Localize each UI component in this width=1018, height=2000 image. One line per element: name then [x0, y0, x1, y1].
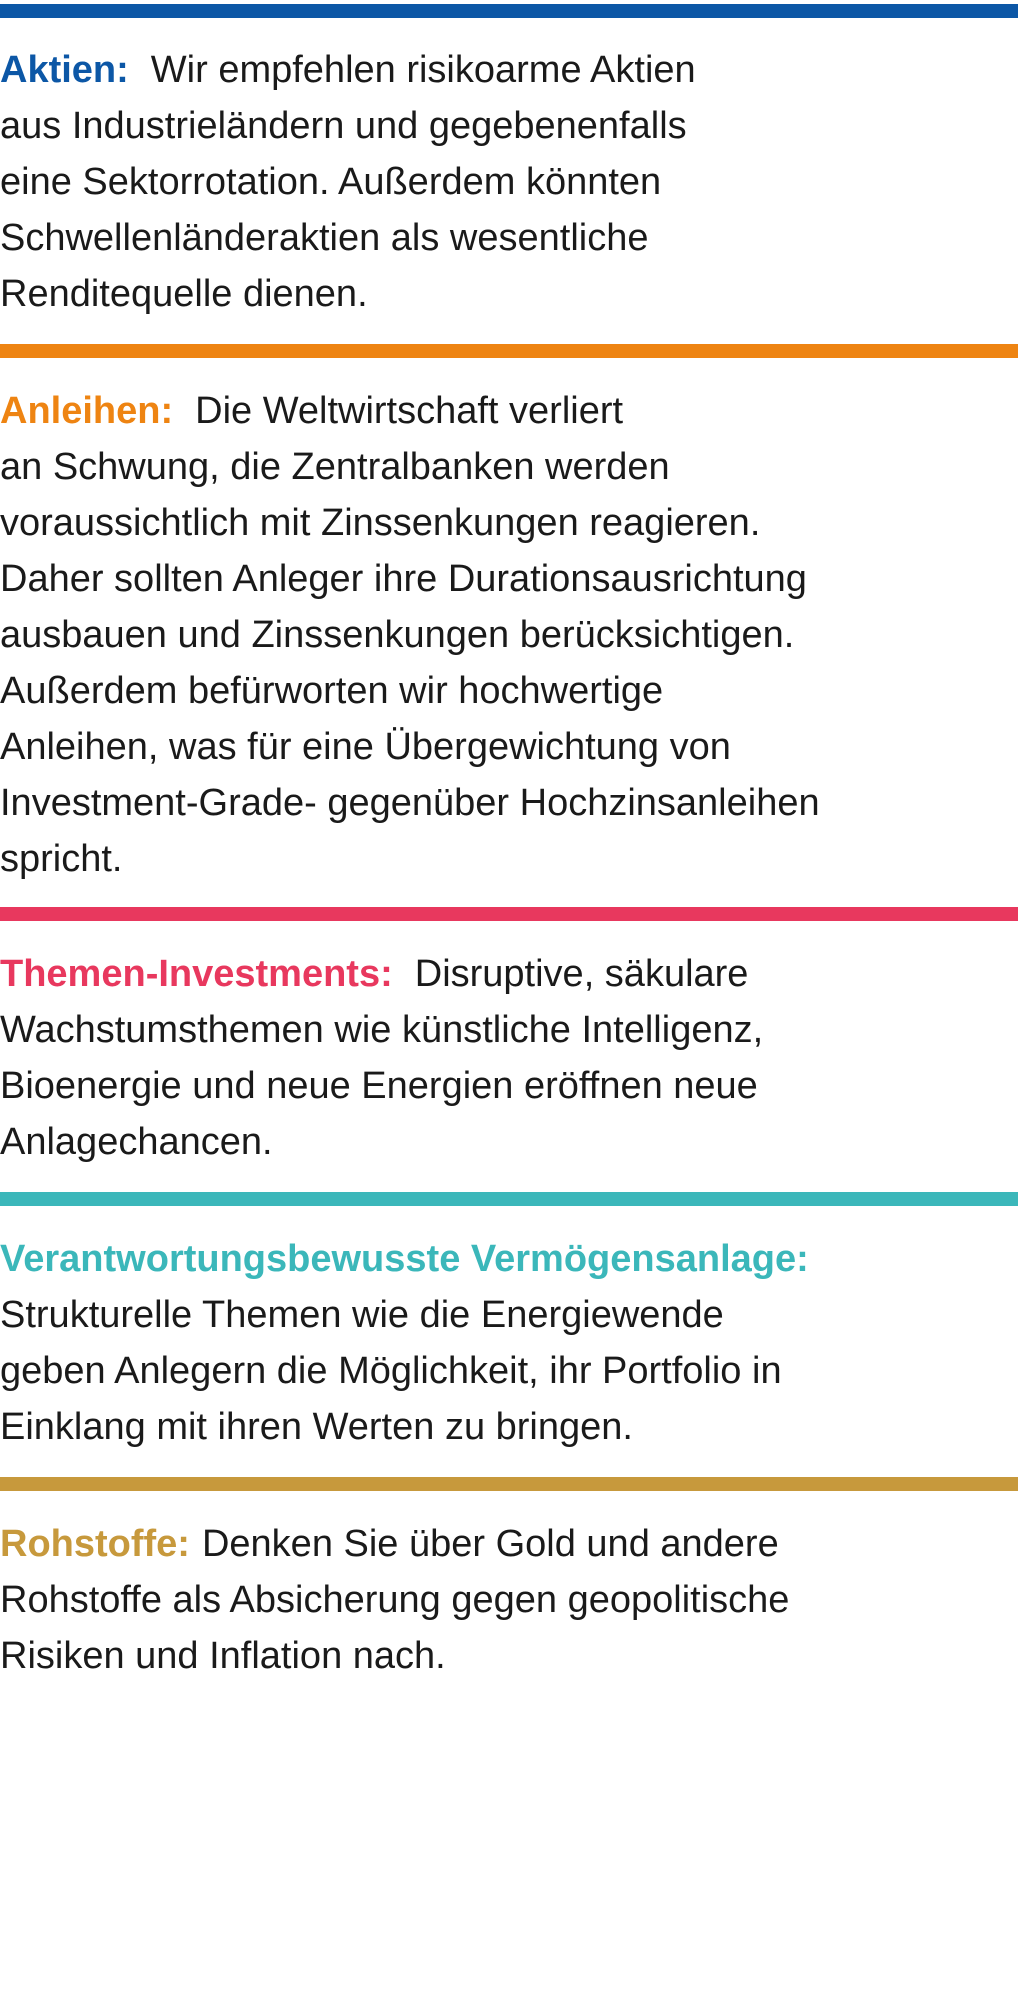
section-aktien-first-line: Aktien: Wir empfehlen risikoarme Aktien: [0, 42, 1000, 98]
section-aktien-label: Aktien:: [0, 49, 129, 91]
divider-anleihen: [0, 344, 1018, 358]
section-rohstoffe: Rohstoffe: Denken Sie über Gold und ander…: [0, 1516, 1000, 1684]
section-anleihen-text: Investment-Grade- gegenüber Hochzinsanle…: [0, 782, 820, 824]
divider-aktien: [0, 4, 1018, 18]
section-anleihen-text: Außerdem befürworten wir hochwertige: [0, 670, 664, 712]
section-aktien-text: Renditequelle dienen.: [0, 273, 368, 315]
section-anleihen-text: spricht.: [0, 838, 123, 880]
section-anleihen: Anleihen: Die Weltwirtschaft verliert an …: [0, 383, 1000, 887]
section-themen-text: Disruptive, säkulare: [414, 953, 749, 995]
section-aktien-text: Schwellenländeraktien als wesentliche: [0, 217, 649, 259]
section-anleihen-text: voraussichtlich mit Zinssenkungen reagie…: [0, 502, 761, 544]
section-themen-text: Bioenergie und neue Energien eröffnen ne…: [0, 1065, 758, 1107]
section-verantwortung-text: geben Anlegern die Möglichkeit, ihr Port…: [0, 1350, 782, 1392]
section-rohstoffe-text: Rohstoffe als Absicherung gegen geopolit…: [0, 1579, 790, 1621]
section-themen-label: Themen-Investments:: [0, 953, 393, 995]
section-themen-investments: Themen-Investments:Disruptive, säkulare …: [0, 946, 1000, 1170]
section-anleihen-text: Die Weltwirtschaft verliert: [195, 390, 624, 432]
section-verantwortung-first-line: Verantwortungsbewusste Vermögensanlage:: [0, 1231, 1000, 1287]
section-rohstoffe-text: Risiken und Inflation nach.: [0, 1635, 446, 1677]
section-verantwortung: Verantwortungsbewusste Vermögensanlage: …: [0, 1231, 1000, 1455]
section-anleihen-text: an Schwung, die Zentralbanken werden: [0, 446, 670, 488]
section-anleihen-label: Anleihen:: [0, 390, 174, 432]
section-aktien-text: Wir empfehlen risikoarme Aktien: [150, 49, 696, 91]
section-anleihen-first-line: Anleihen: Die Weltwirtschaft verliert: [0, 383, 1000, 439]
section-themen-text: Anlagechancen.: [0, 1121, 273, 1163]
section-verantwortung-text: Strukturelle Themen wie die Energiewende: [0, 1294, 724, 1336]
divider-themen-investments: [0, 907, 1018, 921]
section-rohstoffe-label: Rohstoffe:: [0, 1523, 190, 1565]
section-aktien: Aktien: Wir empfehlen risikoarme Aktien a…: [0, 42, 1000, 322]
section-verantwortung-text: Einklang mit ihren Werten zu bringen.: [0, 1406, 633, 1448]
section-aktien-text: aus Industrieländern und gegebenenfalls: [0, 105, 687, 147]
section-anleihen-text: Anleihen, was für eine Übergewichtung vo…: [0, 726, 731, 768]
section-rohstoffe-text: Denken Sie über Gold und andere: [201, 1523, 779, 1565]
section-verantwortung-label: Verantwortungsbewusste Vermögensanlage:: [0, 1238, 809, 1280]
section-aktien-text: eine Sektorrotation. Außerdem könnten: [0, 161, 662, 203]
section-rohstoffe-first-line: Rohstoffe: Denken Sie über Gold und ander…: [0, 1516, 1000, 1572]
section-anleihen-text: ausbauen und Zinssenkungen berücksichtig…: [0, 614, 795, 656]
section-anleihen-text: Daher sollten Anleger ihre Durationsausr…: [0, 558, 807, 600]
divider-verantwortung: [0, 1192, 1018, 1206]
divider-rohstoffe: [0, 1477, 1018, 1491]
section-themen-text: Wachstumsthemen wie künstliche Intellige…: [0, 1009, 764, 1051]
section-themen-first-line: Themen-Investments: Disruptive, säkulare: [0, 946, 1000, 1002]
